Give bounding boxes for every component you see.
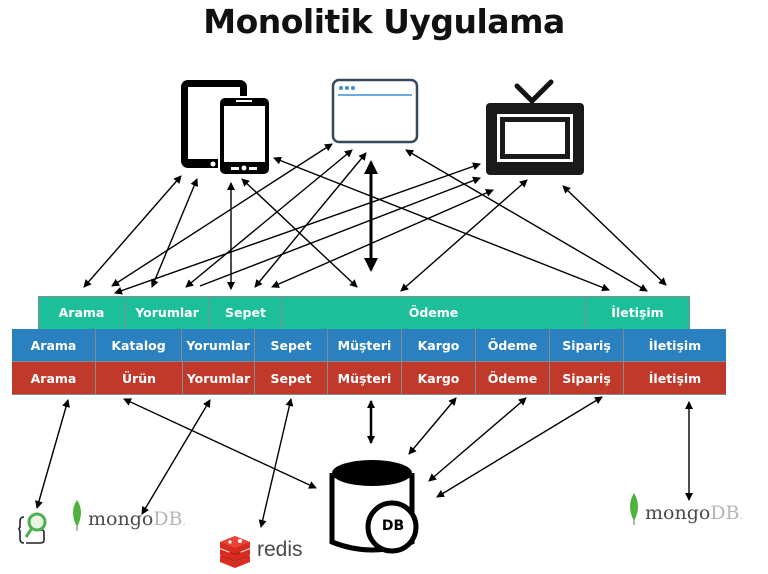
arrow	[408, 397, 457, 455]
mongodb-logo-text: mongo	[88, 508, 154, 530]
browser-window-icon	[331, 78, 419, 144]
arrow	[199, 176, 481, 287]
arrow	[428, 397, 527, 482]
data-module: Yorumlar	[183, 362, 255, 395]
frontend-module: İletişim	[586, 297, 689, 328]
data-module: Müşteri	[328, 362, 402, 395]
service-module: Arama	[12, 329, 96, 362]
service-layer: Arama Katalog Yorumlar Sepet Müşteri Kar…	[12, 329, 726, 362]
data-layer: Arama Ürün Yorumlar Sepet Müşteri Kargo …	[12, 362, 726, 395]
tablet-phone-icon	[181, 80, 271, 176]
data-module: Ürün	[96, 362, 183, 395]
database-icon	[329, 460, 419, 554]
database-label: DB	[381, 518, 405, 534]
datastore-arrows	[35, 396, 693, 528]
client-arrows	[83, 143, 667, 295]
frontend-module: Arama	[39, 297, 125, 328]
frontend-module: Yorumlar	[125, 297, 210, 328]
arrow	[114, 162, 481, 295]
arrow	[258, 398, 294, 528]
service-module: Müşteri	[328, 329, 402, 362]
mongodb-logo-text-db: DB	[153, 508, 183, 530]
service-module: Sipariş	[550, 329, 624, 362]
arrow	[151, 178, 198, 288]
frontend-module: Ödeme	[282, 297, 586, 328]
arrow	[83, 175, 182, 288]
service-module: Sepet	[255, 329, 328, 362]
service-module: Katalog	[96, 329, 182, 362]
mongodb-logo-text-db: DB	[710, 502, 740, 524]
mongodb-logo-dot: .	[739, 511, 743, 522]
service-module: Yorumlar	[182, 329, 255, 362]
mongodb-logo-right: mongoDB.	[645, 502, 743, 524]
mongodb-logo-dot: .	[182, 517, 186, 528]
television-icon	[486, 79, 584, 175]
data-module: Sipariş	[550, 362, 624, 395]
service-module: Ödeme	[476, 329, 550, 362]
frontend-layer: Arama Yorumlar Sepet Ödeme İletişim	[38, 296, 690, 329]
data-module: İletişim	[624, 362, 726, 395]
data-module: Sepet	[255, 362, 328, 395]
arrow	[400, 179, 528, 292]
arrow	[35, 399, 70, 509]
arrow	[436, 396, 603, 498]
arrow	[141, 399, 211, 515]
mongodb-leaf-icon-left	[73, 500, 81, 531]
frontend-module: Sepet	[210, 297, 282, 328]
mongodb-leaf-icon-right	[630, 493, 638, 525]
arrow	[562, 185, 667, 286]
data-module: Arama	[12, 362, 96, 395]
service-module: İletişim	[624, 329, 726, 362]
service-module: Kargo	[402, 329, 476, 362]
redis-icon	[220, 536, 250, 568]
diagram-title: Monolitik Uygulama	[203, 2, 565, 41]
data-module: Kargo	[402, 362, 476, 395]
redis-logo-text: redis	[257, 538, 303, 561]
data-module: Ödeme	[476, 362, 550, 395]
search-engine-icon	[18, 512, 47, 544]
mongodb-logo-text: mongo	[645, 502, 711, 524]
mongodb-logo-left: mongoDB.	[88, 508, 186, 530]
